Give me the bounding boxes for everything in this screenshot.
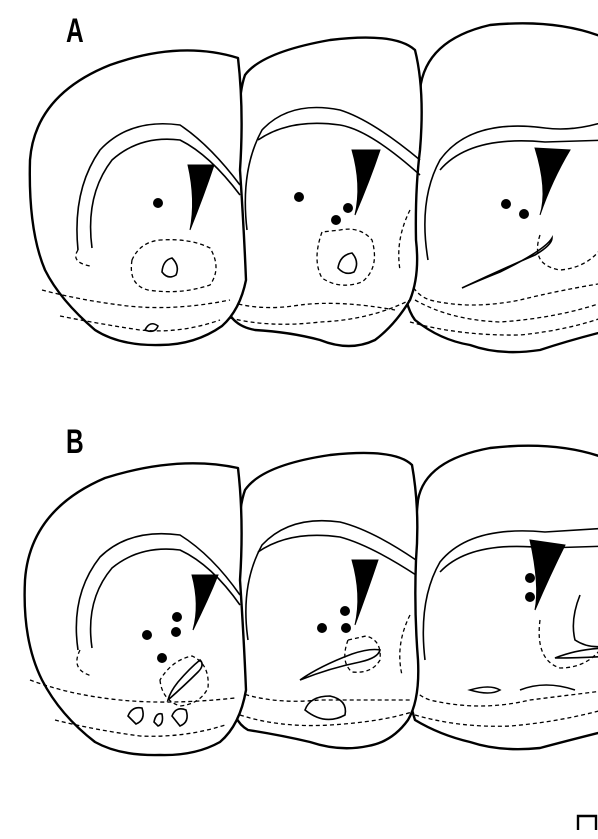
section-a1 (30, 50, 246, 345)
section-b1 (25, 463, 246, 755)
section-b3 (408, 446, 598, 749)
section-a2 (225, 38, 422, 346)
scale-bar (578, 816, 596, 830)
section-b2 (232, 453, 418, 748)
section-a3 (404, 23, 598, 352)
